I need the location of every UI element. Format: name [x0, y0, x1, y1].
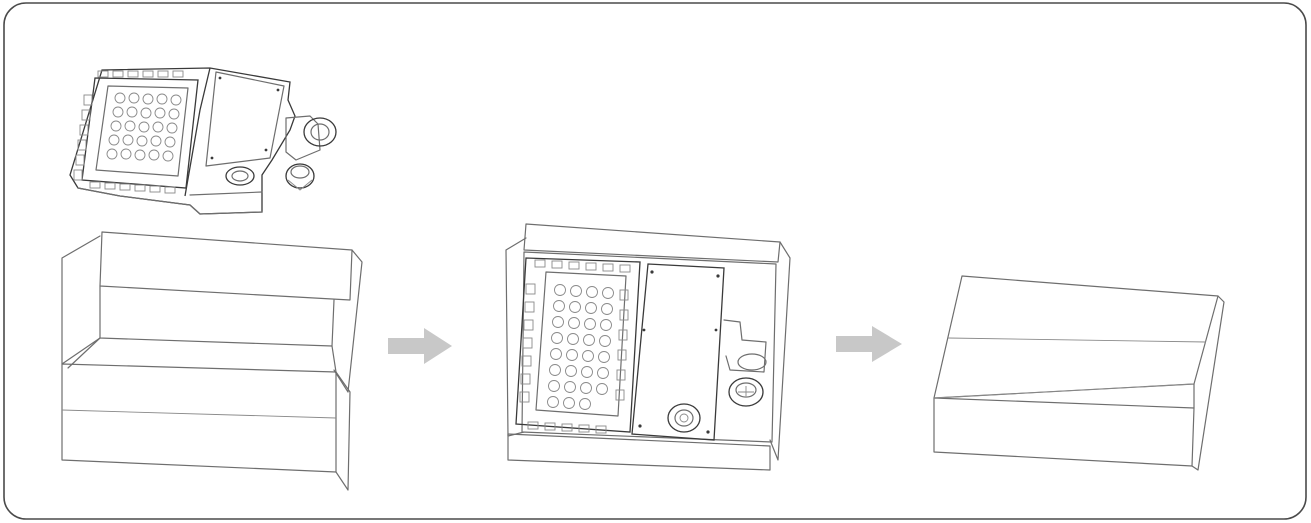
- diagram-frame: [4, 3, 1306, 519]
